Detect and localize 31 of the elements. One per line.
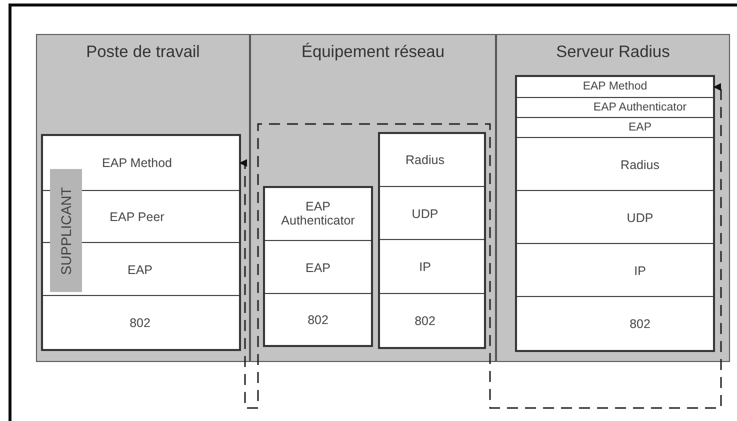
layer-label: Radius	[620, 157, 660, 172]
device-panel	[496, 34, 730, 362]
layer-label: EAP	[628, 121, 652, 135]
layer-label: EAP Method	[102, 156, 172, 170]
layer-label: 802	[414, 314, 436, 328]
layer-label: EAP Authenticator	[593, 101, 687, 115]
supplicant-band	[50, 169, 82, 292]
panel-title: Poste de travail	[85, 43, 201, 62]
protocol-stack	[517, 77, 713, 350]
layer-label: UDP	[626, 210, 654, 225]
layer-label: EAP Peer	[110, 210, 164, 224]
protocol-stack	[265, 188, 371, 345]
protocol-stack	[380, 134, 484, 347]
layer-label: IP	[634, 263, 646, 278]
role-label: SUPPLICANT	[58, 186, 74, 274]
layer-label: Radius	[404, 152, 446, 168]
layer-label: EAP	[304, 260, 332, 275]
protocol-stack	[43, 136, 239, 349]
layer-label: 802	[306, 312, 330, 328]
layer-label: 802	[630, 316, 650, 332]
device-panel	[36, 34, 250, 362]
layer-label: UDP	[410, 206, 440, 221]
dashed-arrow	[239, 83, 722, 409]
layer-label: EAP Authenticator	[280, 200, 356, 228]
layer-label: EAP Method	[582, 80, 648, 94]
layer-label: IP	[418, 260, 432, 274]
device-panel	[250, 34, 496, 362]
panel-title: Serveur Radius	[555, 43, 671, 62]
layer-label: EAP	[128, 262, 152, 277]
layer-label: 802	[130, 316, 150, 330]
panel-title: Équipement réseau	[300, 43, 446, 62]
